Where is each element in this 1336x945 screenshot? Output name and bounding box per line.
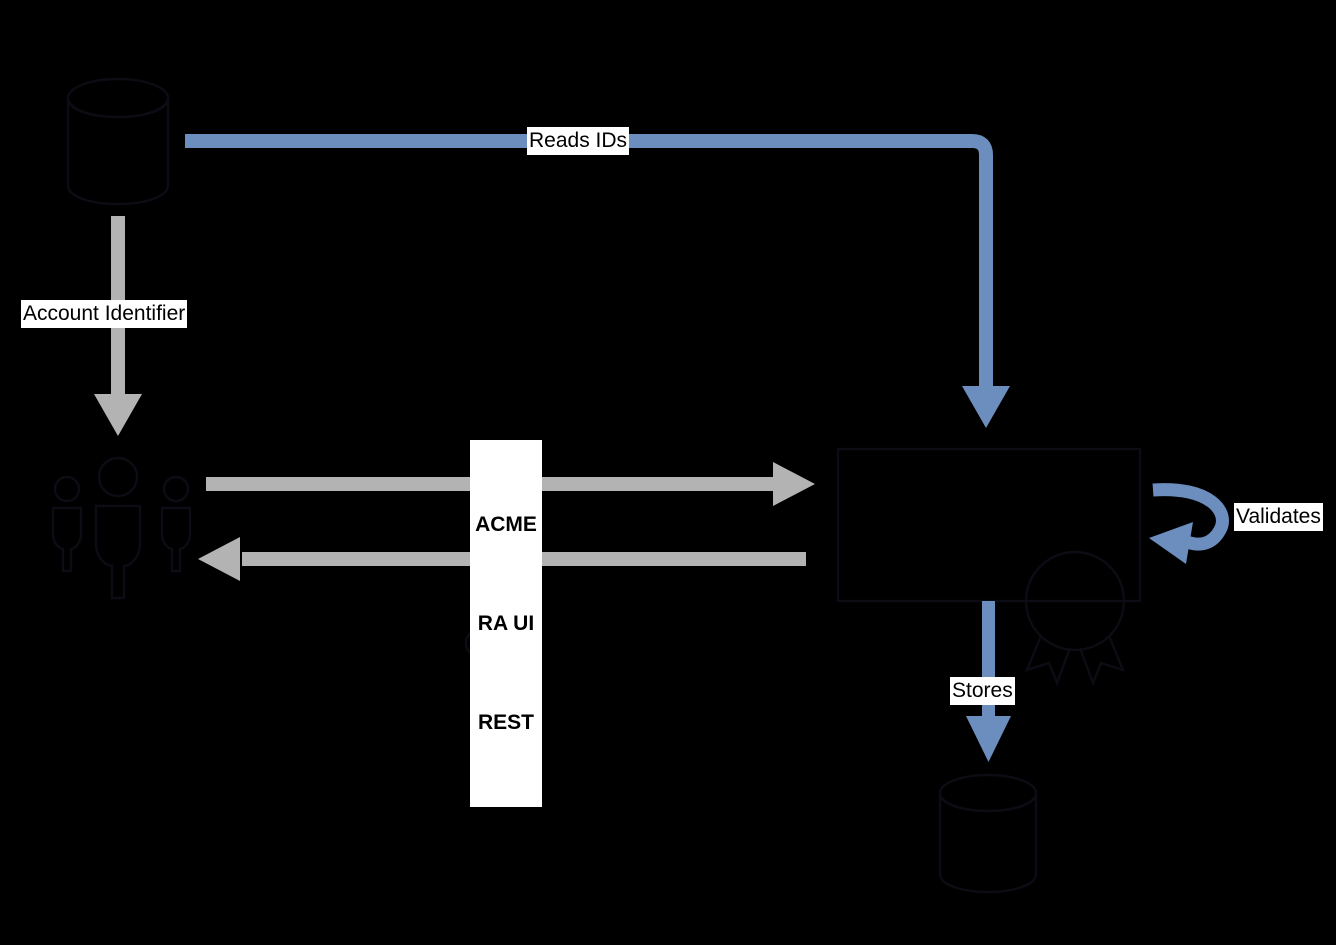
ra-service-box[interactable] [836,447,1142,603]
acme-label-line-1: ACME [475,513,537,536]
edge-label-account-identifier: Account Identifier [21,300,188,328]
certificate-badge-icon[interactable] [1024,550,1126,687]
users-group-icon[interactable] [51,456,192,600]
edge-label-reads-ids: Reads IDs [527,127,630,155]
edge-reads-ids[interactable] [185,134,1010,428]
edge-validates-self-loop[interactable] [1149,483,1229,564]
target-database-cylinder[interactable] [938,773,1038,894]
acme-label-line-3: REST [477,711,534,734]
edge-label-stores: Stores [950,677,1015,705]
edge-label-validates: Validates [1234,503,1323,531]
acme-label-line-2: RA UI [477,612,535,635]
edge-label-acme-ra-ui-rest: ACME RA UI REST [470,440,542,807]
source-database-cylinder[interactable] [66,77,170,206]
